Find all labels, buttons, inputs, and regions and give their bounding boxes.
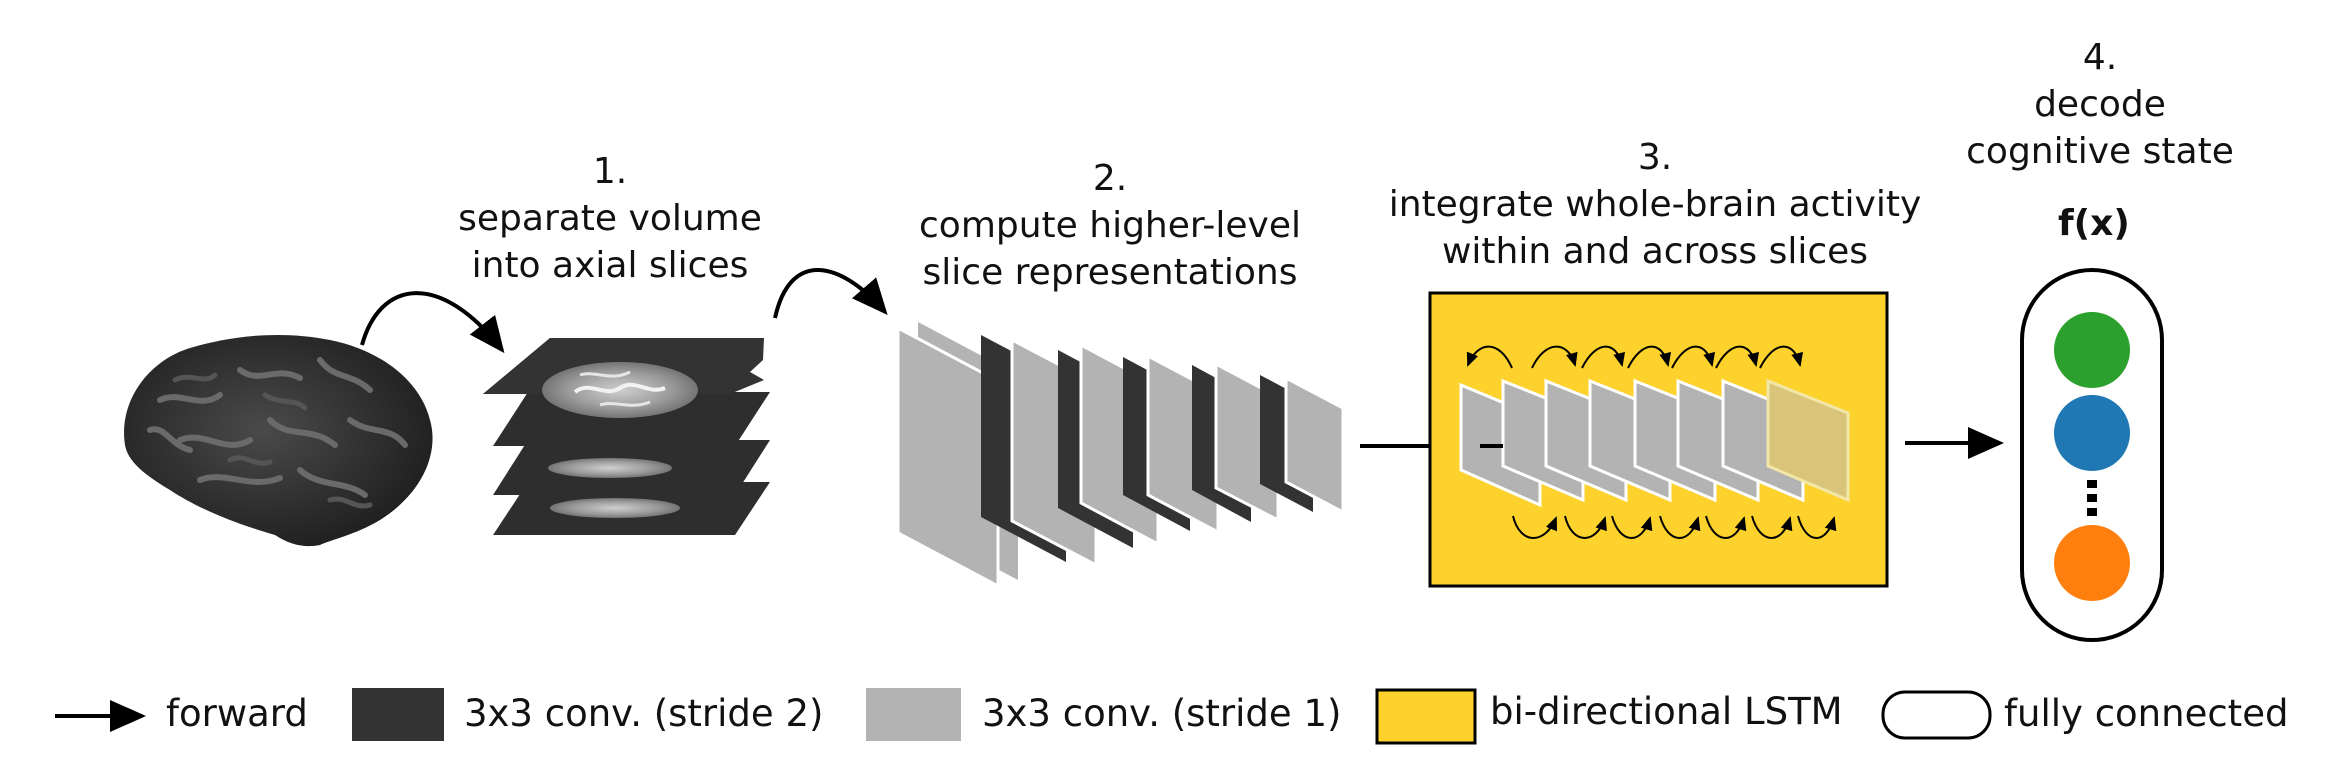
step-text-line2: within and across slices	[1441, 231, 1869, 272]
output-node-blue	[2054, 395, 2130, 471]
step-text-line1: compute higher-level	[919, 205, 1301, 246]
step-number: 3.	[1637, 137, 1673, 178]
legend-lstm-swatch	[1375, 688, 1477, 745]
legend-conv2-swatch	[352, 688, 444, 741]
legend-conv1-swatch	[866, 688, 961, 741]
step-number: 1.	[592, 151, 628, 192]
step-text-line1: separate volume	[458, 198, 762, 239]
lstm-box	[1428, 291, 1889, 588]
step-text-line2: slice representations	[922, 252, 1298, 293]
conv-layers	[896, 322, 1345, 589]
step-number: 4.	[2082, 37, 2118, 78]
step-text-line2: cognitive state	[1966, 131, 2234, 172]
axial-slices	[483, 338, 770, 535]
output-node-green	[2054, 312, 2130, 388]
arrow-to-slices	[360, 291, 505, 354]
output-function-label: f(x)	[2058, 203, 2130, 244]
legend	[55, 688, 1992, 745]
fully-connected-block	[2020, 268, 2164, 642]
step-1-label: 1. separate volume into axial slices	[430, 148, 790, 289]
legend-fc-label: fully connected	[2004, 692, 2289, 735]
step-text-line1: integrate whole-brain activity	[1388, 184, 1922, 225]
step-text-line1: decode	[2034, 84, 2166, 125]
legend-conv2-label: 3x3 conv. (stride 2)	[464, 692, 824, 735]
step-number: 2.	[1092, 158, 1128, 199]
legend-fc-swatch	[1881, 690, 1992, 740]
legend-forward-label: forward	[166, 692, 308, 735]
step-2-label: 2. compute higher-level slice representa…	[890, 155, 1330, 296]
step-3-label: 3. integrate whole-brain activity within…	[1360, 134, 1950, 275]
lstm-recurrent-arrows	[1466, 345, 1837, 539]
legend-lstm-label: bi-directional LSTM	[1490, 690, 1843, 733]
step-text-line2: into axial slices	[471, 245, 749, 286]
step-4-label: 4. decode cognitive state	[1940, 34, 2260, 175]
output-node-orange	[2054, 525, 2130, 601]
conv-layer	[896, 325, 1000, 589]
arrow-to-conv	[773, 268, 888, 319]
conv-layer	[1284, 375, 1345, 515]
lstm-cells	[1459, 378, 1850, 508]
brain-image	[124, 334, 433, 547]
legend-conv1-label: 3x3 conv. (stride 1)	[982, 692, 1342, 735]
